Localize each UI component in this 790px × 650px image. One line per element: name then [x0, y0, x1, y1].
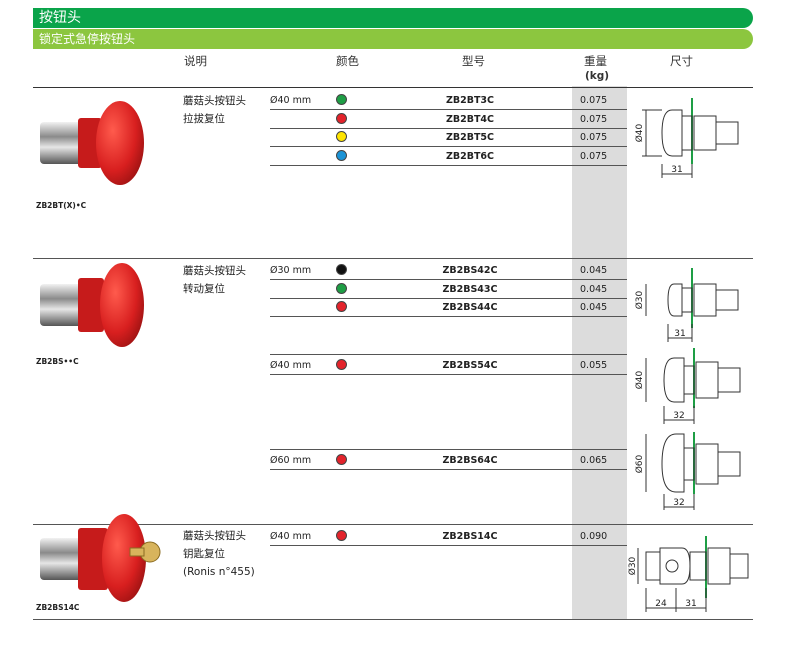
- section-title: 按钮头: [39, 10, 81, 26]
- description-line: 拉拔复位: [183, 113, 225, 125]
- group-description: 蘑菇头按钮头 钥匙复位 (Ronis n°455): [183, 527, 255, 581]
- weight-value: 0.075: [580, 132, 608, 143]
- group-divider: [33, 258, 753, 259]
- dimension-label: 32: [673, 411, 684, 421]
- diameter-callout: Ø30: [628, 556, 638, 575]
- dimension-drawing: 24 31 Ø30: [627, 532, 753, 618]
- weight-value: 0.075: [580, 95, 608, 106]
- col-header-dimensions: 尺寸: [670, 54, 693, 68]
- dimension-drawing: 32 Ø40: [632, 346, 752, 430]
- diameter-label: Ø40 mm: [270, 531, 312, 542]
- group-description: 蘑菇头按钮头 转动复位: [183, 262, 246, 298]
- dimension-label: 24: [655, 599, 667, 609]
- dimension-label: 31: [674, 329, 685, 339]
- weight-value: 0.045: [580, 302, 608, 313]
- row-divider: [270, 109, 627, 110]
- weight-column-shade: [572, 86, 627, 619]
- col-header-description: 说明: [184, 54, 207, 68]
- product-photo-zb2bt: [38, 100, 148, 199]
- color-swatch-green: [336, 94, 347, 105]
- row-divider: [270, 449, 627, 450]
- reference-code: ZB2BT6C: [445, 151, 495, 162]
- color-swatch-yellow: [336, 131, 347, 142]
- dimension-label: 31: [671, 165, 682, 175]
- weight-value: 0.045: [580, 265, 608, 276]
- group-description: 蘑菇头按钮头 拉拔复位: [183, 92, 246, 128]
- weight-value: 0.075: [580, 151, 608, 162]
- row-divider: [270, 354, 627, 355]
- description-line: 转动复位: [183, 283, 225, 295]
- subsection-title: 锁定式急停按钮头: [39, 32, 136, 46]
- description-line: (Ronis n°455): [183, 566, 255, 578]
- product-caption: ZB2BS14C: [36, 603, 80, 612]
- row-divider: [270, 469, 627, 470]
- row-divider: [270, 146, 627, 147]
- product-caption: ZB2BT(X)•C: [36, 201, 87, 210]
- col-header-weight-unit: (kg): [585, 70, 610, 82]
- diameter-callout: Ø40: [634, 370, 645, 389]
- color-swatch-red: [336, 530, 347, 541]
- header-rule: [33, 87, 753, 88]
- diameter-label: Ø40 mm: [270, 95, 312, 106]
- reference-code: ZB2BS54C: [442, 360, 498, 371]
- row-divider: [270, 298, 627, 299]
- col-header-weight: 重量: [584, 54, 607, 68]
- weight-value: 0.090: [580, 531, 608, 542]
- product-caption: ZB2BS••C: [36, 357, 79, 366]
- description-line: 蘑菇头按钮头: [183, 95, 246, 107]
- weight-value: 0.055: [580, 360, 608, 371]
- col-header-color: 颜色: [336, 54, 359, 68]
- row-divider: [270, 316, 627, 317]
- color-swatch-red: [336, 113, 347, 124]
- subsection-title-bar: 锁定式急停按钮头: [33, 29, 753, 49]
- reference-code: ZB2BT4C: [445, 114, 495, 125]
- diameter-callout: Ø30: [634, 290, 645, 309]
- description-line: 蘑菇头按钮头: [183, 265, 246, 277]
- diameter-label: Ø60 mm: [270, 455, 312, 466]
- description-line: 钥匙复位: [183, 548, 225, 560]
- color-swatch-red: [336, 454, 347, 465]
- weight-value: 0.065: [580, 455, 608, 466]
- group-divider: [33, 524, 753, 525]
- diameter-callout: Ø40: [634, 123, 645, 142]
- dimension-label: 32: [673, 498, 684, 508]
- product-photo-zb2bs14c: [38, 512, 178, 611]
- product-photo-zb2bs: [38, 262, 148, 361]
- row-divider: [270, 545, 627, 546]
- color-swatch-blue: [336, 150, 347, 161]
- dimension-drawing: 31 Ø40: [632, 96, 752, 190]
- weight-value: 0.075: [580, 114, 608, 125]
- color-swatch-red: [336, 301, 347, 312]
- reference-code: ZB2BS44C: [442, 302, 498, 313]
- row-divider: [270, 165, 627, 166]
- color-swatch-black: [336, 264, 347, 275]
- diameter-label: Ø30 mm: [270, 265, 312, 276]
- row-divider: [270, 128, 627, 129]
- reference-code: ZB2BS64C: [442, 455, 498, 466]
- diameter-label: Ø40 mm: [270, 360, 312, 371]
- diameter-callout: Ø60: [634, 454, 645, 473]
- reference-code: ZB2BT3C: [445, 95, 495, 106]
- reference-code: ZB2BT5C: [445, 132, 495, 143]
- dimension-drawing: 32 Ø60: [632, 430, 752, 516]
- dimension-drawing: 31 Ø30: [632, 266, 752, 350]
- color-swatch-green: [336, 283, 347, 294]
- row-divider: [270, 374, 627, 375]
- weight-value: 0.045: [580, 284, 608, 295]
- reference-code: ZB2BS42C: [442, 265, 498, 276]
- row-divider: [270, 279, 627, 280]
- col-header-reference: 型号: [462, 54, 485, 68]
- dimension-label: 31: [685, 599, 696, 609]
- reference-code: ZB2BS43C: [442, 284, 498, 295]
- table-bottom-rule: [33, 619, 753, 620]
- section-title-bar: 按钮头: [33, 8, 753, 28]
- description-line: 蘑菇头按钮头: [183, 530, 246, 542]
- color-swatch-red: [336, 359, 347, 370]
- reference-code: ZB2BS14C: [442, 531, 498, 542]
